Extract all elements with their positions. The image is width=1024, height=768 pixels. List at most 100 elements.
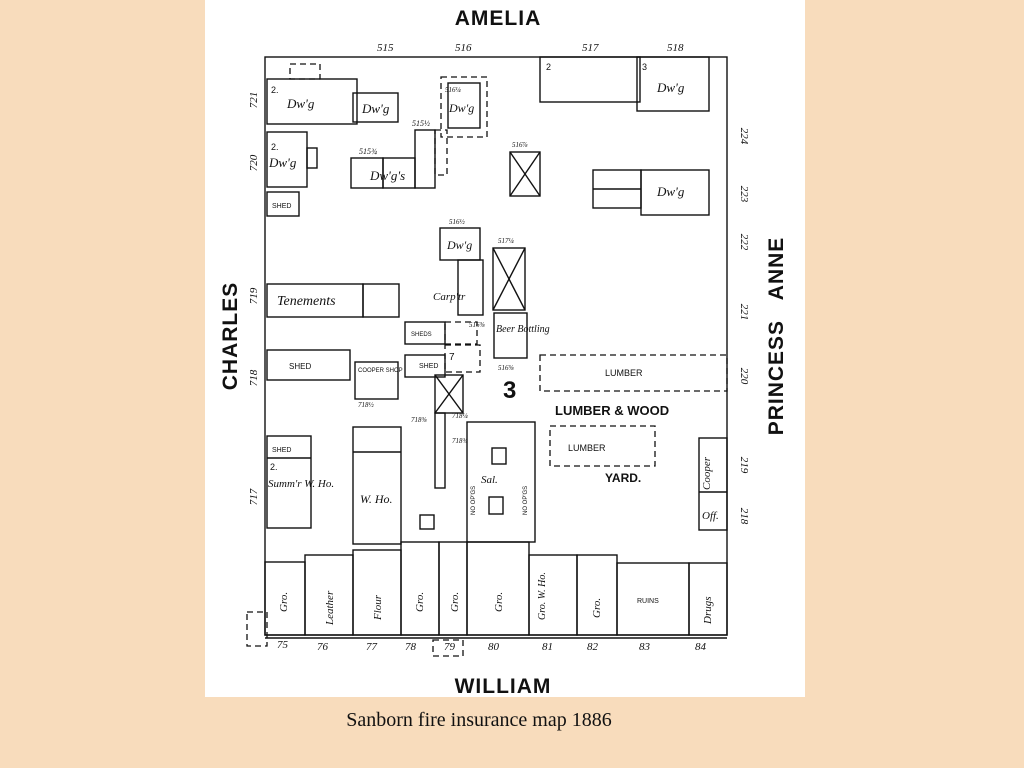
- lot-number: 83: [639, 641, 651, 653]
- building-x-north: 516⅞: [509, 141, 541, 197]
- label-shed: SHED: [272, 447, 291, 454]
- label-shed: SHED: [272, 203, 291, 210]
- building-shed-center: SHED 7: [404, 344, 481, 378]
- label-dwg: Dw'g: [656, 184, 685, 199]
- label-number: 516⅞: [512, 141, 528, 149]
- building-dwgs-center: 515¾ 515½ Dw'g's: [350, 119, 448, 189]
- lot-number: 78: [405, 641, 417, 653]
- lot-number: 76: [317, 641, 329, 653]
- label-number: 516¼: [445, 86, 462, 94]
- building-dwg-2: Dw'g: [352, 92, 399, 123]
- building-dwg-center: 516½ Dw'g: [439, 218, 481, 261]
- svg-text:2.: 2.: [271, 142, 279, 152]
- label-number: 515¾: [359, 147, 377, 156]
- label-w-ho: W. Ho.: [360, 492, 393, 506]
- label-gro: Gro.: [278, 592, 290, 612]
- map-drawing: AMELIA WILLIAM CHARLES PRINCESS ANNE 515…: [219, 7, 788, 697]
- label-gro: Gro.: [414, 592, 426, 612]
- lot-number: 719: [248, 287, 260, 304]
- lot-number: 515: [377, 42, 394, 54]
- building-dwg-720: 2. Dw'g: [266, 131, 318, 188]
- lot-number: 717: [248, 488, 260, 505]
- south-lot-numbers: 75 76 77 78 79 80 81 82 83 84: [277, 639, 707, 653]
- building-shed-nw: SHED: [266, 191, 300, 217]
- lot-number: 84: [695, 641, 707, 653]
- building-small-square: [419, 514, 435, 530]
- block-outline: [264, 56, 728, 636]
- label-number: 718½: [358, 401, 375, 409]
- building-x-center-2: 718⅜ 718¼ 718¾: [411, 374, 469, 489]
- label-dwg: Dw'g: [361, 101, 390, 116]
- label-dwg: Dw'g: [448, 101, 474, 115]
- label-number: 516½: [449, 218, 466, 226]
- building-northeast-2: 2: [539, 56, 641, 103]
- building-carpenter: Carp'tr: [433, 259, 484, 316]
- label-shed: SHED: [289, 362, 311, 371]
- building-beer-bottling: Beer Bottling 516⅝: [493, 312, 550, 372]
- label-ruins: RUINS: [637, 598, 659, 605]
- lot-number: 75: [277, 639, 289, 651]
- building-cooper-shop: COOPER SHOP 718½: [354, 361, 403, 409]
- lot-number: 718: [248, 369, 260, 386]
- label-number: 718¾: [452, 437, 469, 445]
- lumber-area-1: LUMBER: [539, 354, 728, 392]
- label-no-openings: NO OP'GS: [523, 486, 529, 515]
- west-lot-numbers: 721 720 719 718 717: [248, 92, 260, 506]
- label-number: 515½: [412, 119, 430, 128]
- lot-number: 518: [667, 42, 684, 54]
- svg-text:7: 7: [449, 352, 455, 363]
- svg-text:2: 2: [546, 62, 551, 72]
- building-shed-west: SHED: [266, 349, 351, 381]
- street-amelia: AMELIA: [455, 7, 542, 30]
- building-dwg-north-central: 516¼ Dw'g: [440, 76, 488, 138]
- building-summer-wh: SHED 2. Summ'r W. Ho.: [266, 435, 334, 529]
- label-flour: Flour: [372, 594, 384, 621]
- label-number: 517¼: [498, 237, 515, 245]
- street-charles: CHARLES: [219, 282, 242, 391]
- east-lot-numbers: 224 223 222 221 220 219 218: [738, 128, 750, 525]
- label-summer-wh: Summ'r W. Ho.: [268, 478, 334, 490]
- sanborn-map: AMELIA WILLIAM CHARLES PRINCESS ANNE 515…: [205, 0, 805, 697]
- lumber-area-2: LUMBER: [549, 425, 656, 467]
- building-w-ho: W. Ho.: [352, 426, 402, 545]
- label-yard: YARD.: [605, 471, 641, 485]
- label-gro: Gro.: [591, 598, 603, 618]
- label-carpenter: Carp'tr: [433, 291, 466, 303]
- label-lumber: LUMBER: [605, 368, 643, 378]
- building-tenements: Tenements: [266, 283, 400, 318]
- lot-number: 517: [582, 42, 599, 54]
- label-lumber: LUMBER: [568, 443, 606, 453]
- lot-number: 81: [542, 641, 553, 653]
- building-dwg-east: Dw'g: [592, 169, 710, 216]
- street-princess-anne: PRINCESS ANNE: [765, 237, 788, 436]
- lot-number: 220: [738, 368, 750, 385]
- label-gro-wh: Gro. W. Ho.: [537, 572, 548, 620]
- lot-number: 223: [738, 186, 750, 203]
- label-dwg: Dw'g: [656, 80, 685, 95]
- label-number: 516⅜: [469, 321, 486, 329]
- label-dwgs: Dw'g's: [369, 168, 405, 183]
- south-row-stores: Gro. Leather Flour Gro. Gro. Gro. Gro. W…: [264, 541, 728, 636]
- lot-number: 82: [587, 641, 599, 653]
- label-office: Off.: [702, 510, 719, 522]
- svg-text:3: 3: [642, 62, 647, 72]
- label-number: 718⅜: [411, 416, 428, 424]
- building-dwg-nw: 2. Dw'g: [266, 63, 358, 125]
- svg-text:2.: 2.: [270, 462, 278, 472]
- lot-number: 721: [248, 92, 260, 109]
- street-william: WILLIAM: [455, 675, 552, 697]
- north-lot-numbers: 515 516 517 518: [377, 42, 684, 54]
- label-no-openings: NO OP'GS: [471, 486, 477, 515]
- building-sheds: SHEDS 516⅜: [404, 321, 486, 345]
- lot-number: 221: [738, 304, 750, 321]
- lot-number: 80: [488, 641, 500, 653]
- label-saloon: Sal.: [481, 474, 498, 486]
- label-drugs: Drugs: [702, 596, 714, 625]
- awning-outline: [432, 639, 464, 657]
- lot-number: 77: [366, 641, 378, 653]
- label-number: 516⅝: [498, 364, 515, 372]
- label-dwg: Dw'g: [286, 96, 315, 111]
- building-cooper-office: Cooper Off.: [698, 437, 728, 531]
- label-lumber-wood: LUMBER & WOOD: [555, 403, 669, 418]
- lot-number: 516: [455, 42, 472, 54]
